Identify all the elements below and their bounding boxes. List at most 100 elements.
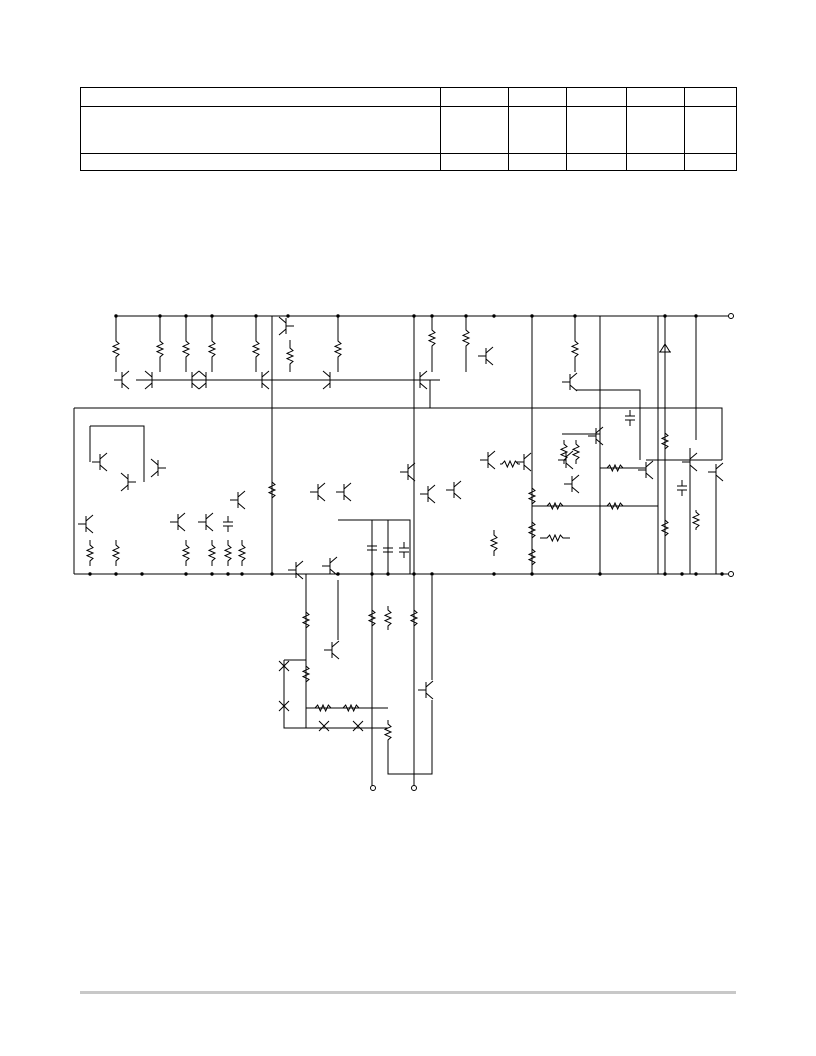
fuse-link bbox=[352, 720, 364, 732]
junction-dot bbox=[492, 572, 496, 576]
transistor bbox=[480, 450, 496, 470]
junction-dot bbox=[140, 572, 144, 576]
resistor bbox=[500, 459, 520, 469]
junction-dot bbox=[88, 572, 92, 576]
transistor bbox=[184, 370, 200, 390]
capacitor bbox=[677, 480, 687, 496]
wire bbox=[338, 519, 411, 574]
transistor bbox=[288, 560, 304, 580]
table-cell bbox=[508, 106, 567, 154]
resistor bbox=[285, 340, 295, 372]
transistor bbox=[400, 462, 416, 482]
resistor bbox=[527, 486, 537, 506]
junction-dot bbox=[286, 314, 290, 318]
table-cell bbox=[440, 87, 509, 107]
junction-dot bbox=[184, 572, 188, 576]
input-b-terminal bbox=[411, 785, 417, 791]
resistor bbox=[181, 540, 191, 566]
table-cell bbox=[684, 106, 737, 154]
junction-dot bbox=[492, 314, 496, 318]
table-row bbox=[80, 87, 737, 107]
table-cell bbox=[80, 87, 441, 107]
wire bbox=[90, 425, 145, 482]
junction-dot bbox=[240, 572, 244, 576]
junction-dot bbox=[336, 314, 340, 318]
table-cell bbox=[566, 87, 627, 107]
transistor bbox=[198, 370, 214, 390]
junction-dot bbox=[226, 572, 230, 576]
footer-rule bbox=[80, 991, 736, 994]
resistor bbox=[251, 336, 261, 362]
junction-dot bbox=[210, 572, 214, 576]
transistor bbox=[230, 490, 246, 510]
junction-dot bbox=[336, 572, 340, 576]
resistor bbox=[155, 336, 165, 362]
table-cell bbox=[508, 87, 567, 107]
table-cell bbox=[684, 153, 737, 171]
resistor bbox=[383, 606, 393, 630]
junction-dot bbox=[210, 314, 214, 318]
supply-rails bbox=[73, 315, 728, 575]
resistor bbox=[223, 540, 233, 566]
resistor bbox=[540, 501, 570, 511]
junction-dot bbox=[430, 314, 434, 318]
table-cell bbox=[80, 153, 441, 171]
resistor bbox=[409, 606, 419, 630]
resistor bbox=[340, 703, 362, 713]
junction-dot bbox=[270, 572, 274, 576]
table-cell bbox=[440, 153, 509, 171]
resistor bbox=[301, 662, 311, 686]
transistor bbox=[198, 512, 214, 532]
table-row bbox=[80, 153, 737, 171]
table-cell bbox=[626, 106, 685, 154]
resistor bbox=[600, 501, 630, 511]
fuse-link bbox=[278, 660, 290, 672]
junction-dot bbox=[598, 572, 602, 576]
junction-dot bbox=[694, 572, 698, 576]
resistor bbox=[559, 440, 569, 464]
transistor bbox=[114, 370, 130, 390]
junction-dot bbox=[114, 314, 118, 318]
transistor bbox=[170, 512, 186, 532]
transistor bbox=[562, 372, 578, 392]
zener-diode bbox=[659, 343, 671, 353]
resistor bbox=[527, 548, 537, 566]
transistor bbox=[638, 460, 654, 480]
resistor bbox=[207, 540, 217, 566]
transistor bbox=[278, 316, 294, 336]
resistor bbox=[383, 720, 393, 744]
table-cell bbox=[508, 153, 567, 171]
junction-dot bbox=[184, 314, 188, 318]
table-cell bbox=[440, 106, 509, 154]
schematic-parts bbox=[78, 314, 724, 788]
transistor bbox=[324, 640, 340, 660]
resistor bbox=[85, 540, 95, 566]
transistor bbox=[322, 370, 338, 390]
transistor bbox=[120, 472, 136, 492]
resistor bbox=[427, 326, 437, 350]
transistor bbox=[310, 482, 326, 502]
table-cell bbox=[80, 106, 441, 154]
table-cell bbox=[626, 153, 685, 171]
resistor bbox=[301, 608, 311, 632]
resistor bbox=[489, 530, 499, 556]
transistor bbox=[336, 482, 352, 502]
resistor bbox=[312, 703, 334, 713]
resistor bbox=[111, 336, 121, 362]
wire bbox=[387, 700, 433, 775]
wire bbox=[305, 574, 388, 729]
junction-dot bbox=[573, 314, 577, 318]
resistor bbox=[540, 533, 570, 543]
transistor bbox=[588, 426, 604, 446]
resistor bbox=[237, 540, 247, 566]
v-plus-terminal bbox=[728, 313, 734, 319]
v-minus-terminal bbox=[728, 571, 734, 577]
resistor bbox=[207, 336, 217, 362]
fuse-link bbox=[278, 700, 290, 712]
fuse-link bbox=[318, 720, 330, 732]
resistor bbox=[691, 510, 701, 530]
transistor bbox=[78, 514, 94, 534]
capacitor bbox=[625, 410, 635, 426]
transistor bbox=[516, 452, 532, 472]
resistor bbox=[660, 430, 670, 452]
